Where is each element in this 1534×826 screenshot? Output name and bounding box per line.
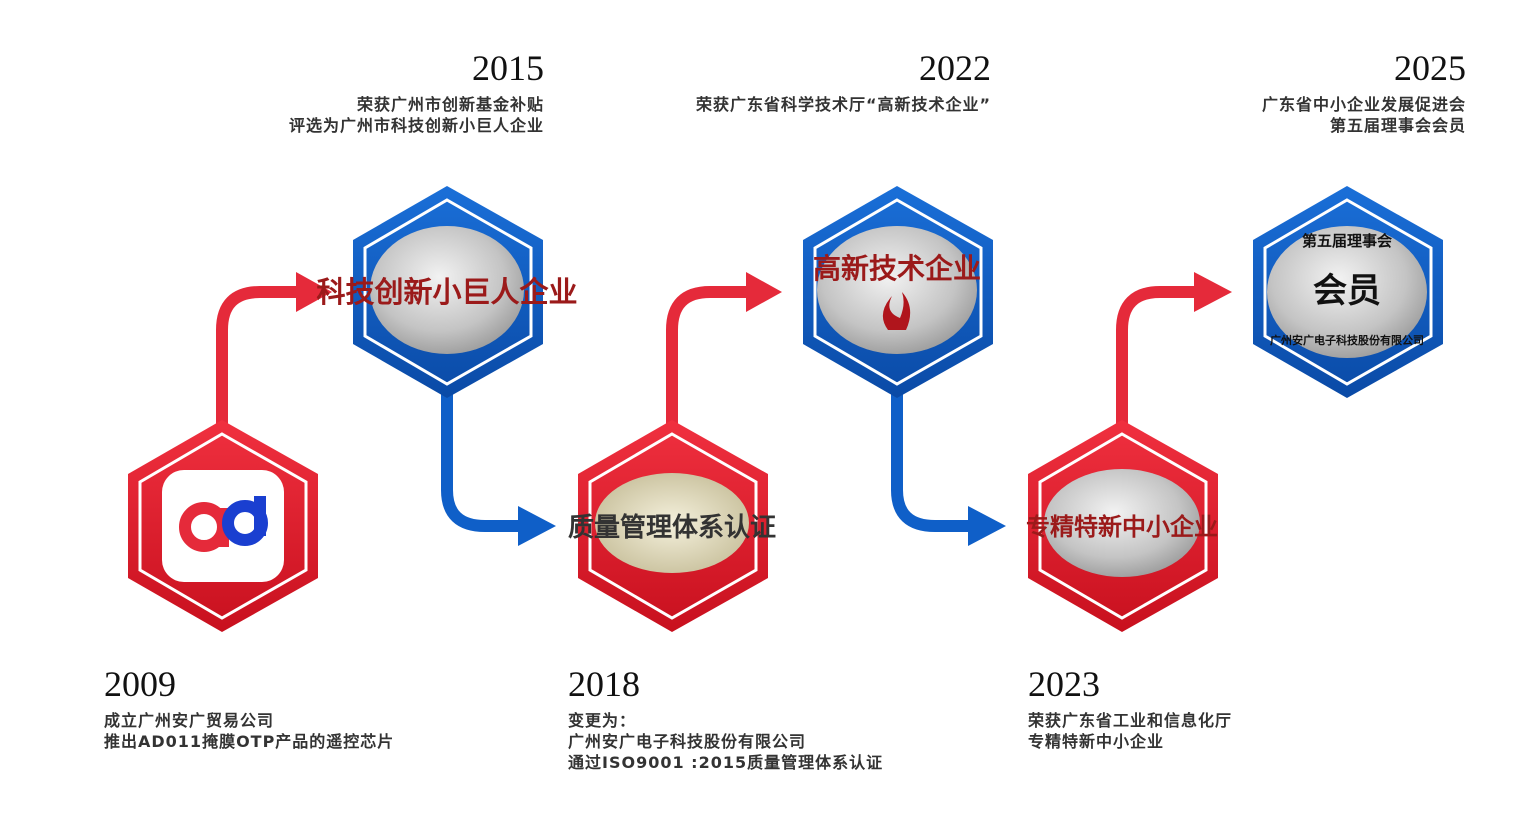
desc-2009-line1: 成立广州安广贸易公司 bbox=[104, 711, 275, 730]
connector-2023-2025 bbox=[1116, 272, 1232, 428]
desc-2009-line2: 推出AD011掩膜OTP产品的遥控芯片 bbox=[104, 732, 395, 751]
desc-2023-line2: 专精特新中小企业 bbox=[1028, 732, 1165, 751]
year-2015: 2015 bbox=[472, 48, 544, 88]
badge-2009 bbox=[128, 420, 318, 632]
connector-2015-2018 bbox=[441, 392, 556, 546]
desc-2018-line2: 广州安广电子科技股份有限公司 bbox=[568, 732, 807, 751]
milestone-2018: 2018 变更为： 广州安广电子科技股份有限公司 通过ISO9001 :2015… bbox=[568, 664, 968, 773]
milestone-2015: 2015 荣获广州市创新基金补贴 评选为广州市科技创新小巨人企业 bbox=[184, 48, 544, 136]
flame-icon bbox=[882, 292, 911, 330]
milestone-2023: 2023 荣获广东省工业和信息化厅 专精特新中小企业 bbox=[1028, 664, 1388, 752]
desc-2023-line1: 荣获广东省工业和信息化厅 bbox=[1028, 711, 1233, 730]
desc-2015-line2: 评选为广州市科技创新小巨人企业 bbox=[288, 116, 544, 135]
year-2025: 2025 bbox=[1394, 48, 1466, 88]
year-2022: 2022 bbox=[919, 48, 991, 88]
badge-2023: 专精特新中小企业 bbox=[1026, 420, 1218, 632]
connector-2018-2022 bbox=[666, 272, 782, 428]
year-2018: 2018 bbox=[568, 664, 640, 704]
year-2009: 2009 bbox=[104, 664, 176, 704]
badge-2023-text: 专精特新中小企业 bbox=[1026, 513, 1218, 541]
milestone-2009: 2009 成立广州安广贸易公司 推出AD011掩膜OTP产品的遥控芯片 bbox=[104, 664, 464, 752]
milestone-2022: 2022 荣获广东省科学技术厅“高新技术企业” bbox=[591, 48, 991, 115]
milestone-2025: 2025 广东省中小企业发展促进会 第五届理事会会员 bbox=[1106, 48, 1466, 136]
desc-2018-line1: 变更为： bbox=[568, 711, 637, 730]
badge-2025-top-text: 第五届理事会 bbox=[1302, 232, 1392, 250]
year-2023: 2023 bbox=[1028, 664, 1100, 704]
desc-2025-line1: 广东省中小企业发展促进会 bbox=[1261, 95, 1466, 114]
badge-2025: 第五届理事会 会员 广州安广电子科技股份有限公司 bbox=[1253, 186, 1443, 398]
desc-2022-line1: 荣获广东省科学技术厅“高新技术企业” bbox=[695, 95, 991, 114]
badge-2022-text: 高新技术企业 bbox=[813, 252, 981, 285]
badge-2025-bottom-text: 广州安广电子科技股份有限公司 bbox=[1270, 333, 1424, 347]
badge-2022: 高新技术企业 bbox=[803, 186, 993, 398]
badge-2015: 科技创新小巨人企业 bbox=[316, 186, 578, 398]
badge-2018-text: 质量管理体系认证 bbox=[568, 513, 776, 543]
badge-2018: 质量管理体系认证 bbox=[568, 420, 776, 632]
desc-2015-line1: 荣获广州市创新基金补贴 bbox=[356, 95, 544, 114]
connector-2009-2015 bbox=[216, 272, 332, 428]
connector-2022-2023 bbox=[891, 392, 1006, 546]
desc-2025-line2: 第五届理事会会员 bbox=[1329, 116, 1466, 135]
desc-2018-line3: 通过ISO9001 :2015质量管理体系认证 bbox=[568, 753, 884, 772]
badge-2025-text: 会员 bbox=[1313, 271, 1381, 311]
badge-2015-text: 科技创新小巨人企业 bbox=[316, 275, 577, 309]
